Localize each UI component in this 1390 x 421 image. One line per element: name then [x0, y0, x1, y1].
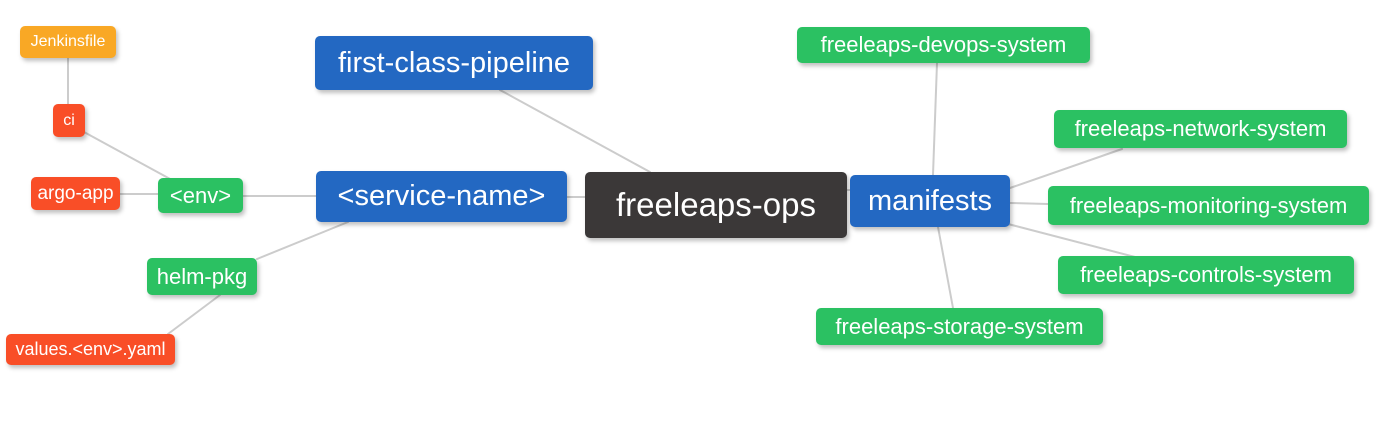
node-label: <service-name> — [337, 180, 546, 212]
node-jenkinsfile[interactable]: Jenkinsfile — [20, 26, 116, 58]
node-freeleaps-storage-system[interactable]: freeleaps-storage-system — [816, 308, 1103, 345]
node-label: freeleaps-storage-system — [835, 313, 1084, 339]
edge-manifests--freeleaps-monitoring-system — [1009, 202, 1049, 205]
node-label: freeleaps-controls-system — [1080, 262, 1332, 287]
node-service-name[interactable]: <service-name> — [316, 171, 567, 222]
node-argo-app[interactable]: argo-app — [31, 177, 120, 210]
node-label: <env> — [169, 182, 232, 208]
node-freeleaps-ops[interactable]: freeleaps-ops — [585, 172, 847, 238]
edge-freeleaps-devops-system--manifests — [932, 62, 938, 176]
node-freeleaps-monitoring-system[interactable]: freeleaps-monitoring-system — [1048, 186, 1369, 225]
node-env[interactable]: <env> — [158, 178, 243, 213]
edge-manifests--freeleaps-controls-system — [1007, 223, 1136, 258]
node-first-class-pipeline[interactable]: first-class-pipeline — [315, 36, 593, 90]
node-helm-pkg[interactable]: helm-pkg — [147, 258, 257, 295]
node-label: first-class-pipeline — [337, 46, 571, 79]
node-label: manifests — [867, 184, 993, 217]
node-label: freeleaps-devops-system — [820, 32, 1067, 57]
node-label: helm-pkg — [156, 263, 248, 289]
node-label: freeleaps-ops — [616, 186, 816, 223]
node-label: Jenkinsfile — [30, 33, 106, 50]
node-freeleaps-devops-system[interactable]: freeleaps-devops-system — [797, 27, 1090, 63]
edge-values-env-yaml--helm-pkg — [167, 294, 221, 335]
node-manifests[interactable]: manifests — [850, 175, 1010, 227]
node-label: freeleaps-monitoring-system — [1069, 192, 1348, 218]
node-label: ci — [63, 111, 75, 129]
edge-manifests--freeleaps-storage-system — [937, 226, 954, 309]
edge-manifests--freeleaps-network-system — [1009, 148, 1123, 189]
node-label: values.<env>.yaml — [15, 339, 166, 359]
node-values-env-yaml[interactable]: values.<env>.yaml — [6, 334, 175, 365]
node-ci[interactable]: ci — [53, 104, 85, 137]
node-label: argo-app — [37, 182, 114, 204]
node-freeleaps-network-system[interactable]: freeleaps-network-system — [1054, 110, 1347, 148]
edge-first-class-pipeline--freeleaps-ops — [499, 89, 651, 173]
node-label: freeleaps-network-system — [1074, 116, 1327, 141]
node-freeleaps-controls-system[interactable]: freeleaps-controls-system — [1058, 256, 1354, 294]
edge-helm-pkg--service-name — [256, 221, 349, 260]
edge-ci--env — [83, 131, 173, 181]
